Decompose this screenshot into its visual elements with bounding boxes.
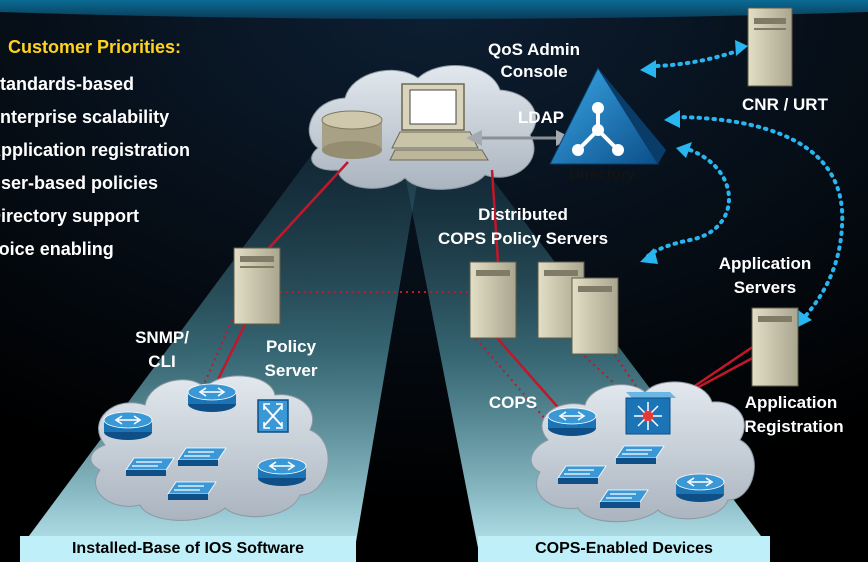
installed-base-banner: Installed-Base of IOS Software bbox=[20, 536, 356, 562]
application-server-icon bbox=[751, 307, 799, 387]
router-icon bbox=[187, 383, 237, 412]
priority-item: Application registration bbox=[0, 140, 191, 160]
priority-item: Directory support bbox=[0, 206, 140, 226]
switch-icon bbox=[177, 447, 227, 466]
switch-icon bbox=[615, 445, 665, 464]
cops-policy-server-3-icon bbox=[571, 277, 619, 355]
policy-server-icon bbox=[233, 247, 281, 325]
top-banner-strip bbox=[0, 0, 868, 19]
console-label: Console bbox=[500, 62, 568, 81]
cnr-urt-label: CNR / URT bbox=[742, 95, 828, 114]
customer-priorities-list: Standards-based Enterprise scalability A… bbox=[0, 68, 190, 266]
application-registration-label-2: Registration bbox=[744, 417, 844, 436]
priority-item: User-based policies bbox=[0, 173, 159, 193]
blue-arrowheads bbox=[640, 40, 812, 328]
switch-icon bbox=[167, 481, 217, 500]
application-registration-label-1: Application bbox=[744, 393, 838, 412]
directory-label: Directory bbox=[569, 166, 635, 183]
policy-label: Policy bbox=[265, 337, 317, 356]
switch-icon bbox=[125, 457, 175, 476]
switch-icon bbox=[599, 489, 649, 508]
cops-enabled-devices-banner: COPS-Enabled Devices bbox=[478, 536, 770, 562]
router-icon bbox=[547, 407, 597, 436]
server-label: Server bbox=[264, 361, 318, 380]
cops-policy-servers-label: COPS Policy Servers bbox=[437, 229, 609, 248]
distributed-label: Distributed bbox=[478, 205, 568, 224]
router-icon bbox=[257, 457, 307, 486]
cops-policy-server-1-icon bbox=[469, 261, 517, 339]
database-icon bbox=[321, 110, 383, 159]
priority-item: Enterprise scalability bbox=[0, 107, 170, 127]
blue-signaling-links bbox=[646, 48, 845, 322]
directory-icon bbox=[549, 66, 666, 165]
snmp-label: SNMP/ bbox=[135, 328, 189, 347]
layer3-switch-icon bbox=[625, 392, 676, 435]
customer-priorities-title: Customer Priorities: bbox=[8, 37, 182, 57]
servers-label: Servers bbox=[733, 278, 797, 297]
cnr-urt-server-icon bbox=[747, 7, 793, 87]
red-policy-links bbox=[206, 161, 761, 413]
priority-item: Voice enabling bbox=[0, 239, 114, 259]
qos-admin-label: QoS Admin bbox=[488, 40, 580, 59]
ldap-label: LDAP bbox=[517, 108, 565, 127]
priority-item: Standards-based bbox=[0, 74, 135, 94]
cops-label: COPS bbox=[488, 393, 538, 412]
cli-label: CLI bbox=[148, 352, 176, 371]
switch-icon bbox=[557, 465, 607, 484]
multilayer-switch-icon bbox=[257, 399, 289, 433]
admin-console-computer-icon bbox=[389, 83, 489, 161]
router-icon bbox=[675, 473, 725, 502]
router-icon bbox=[103, 411, 153, 440]
application-label: Application bbox=[718, 254, 812, 273]
